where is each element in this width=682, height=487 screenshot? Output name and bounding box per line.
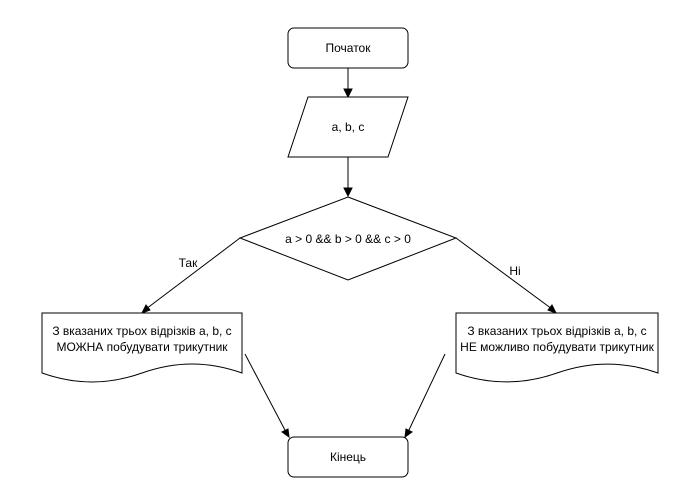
output-yes-line-1: З вказаних трьох відрізків a, b, c bbox=[52, 324, 231, 338]
start-node: Початок bbox=[287, 27, 409, 69]
edge-no-to-end bbox=[404, 353, 446, 439]
no-label: Ні bbox=[509, 264, 520, 278]
output-no-line-1: З вказаних трьох відрізків a, b, c bbox=[467, 324, 646, 338]
edge-input-to-condition bbox=[343, 157, 353, 198]
input-label: a, b, c bbox=[332, 120, 365, 134]
edge-yes-to-end bbox=[244, 353, 290, 439]
output-yes-node: З вказаних трьох відрізків a, b, c МОЖНА… bbox=[41, 312, 243, 383]
condition-node: a > 0 && b > 0 && c > 0 bbox=[238, 196, 458, 281]
condition-label: a > 0 && b > 0 && c > 0 bbox=[285, 232, 411, 246]
yes-label: Так bbox=[179, 256, 198, 270]
input-node: a, b, c bbox=[287, 96, 409, 158]
edge-start-to-input bbox=[343, 68, 353, 99]
end-label: Кінець bbox=[330, 450, 366, 464]
output-no-node: З вказаних трьох відрізків a, b, c НЕ мо… bbox=[455, 312, 659, 383]
output-no-line-2: НЕ можливо побудувати трикутник bbox=[460, 340, 654, 354]
end-node: Кінець bbox=[287, 436, 409, 478]
edge-condition-to-no: Ні bbox=[455, 237, 558, 314]
output-yes-line-2: МОЖНА побудувати трикутник bbox=[56, 340, 228, 354]
edge-condition-to-yes: Так bbox=[140, 237, 241, 314]
start-label: Початок bbox=[326, 41, 372, 55]
